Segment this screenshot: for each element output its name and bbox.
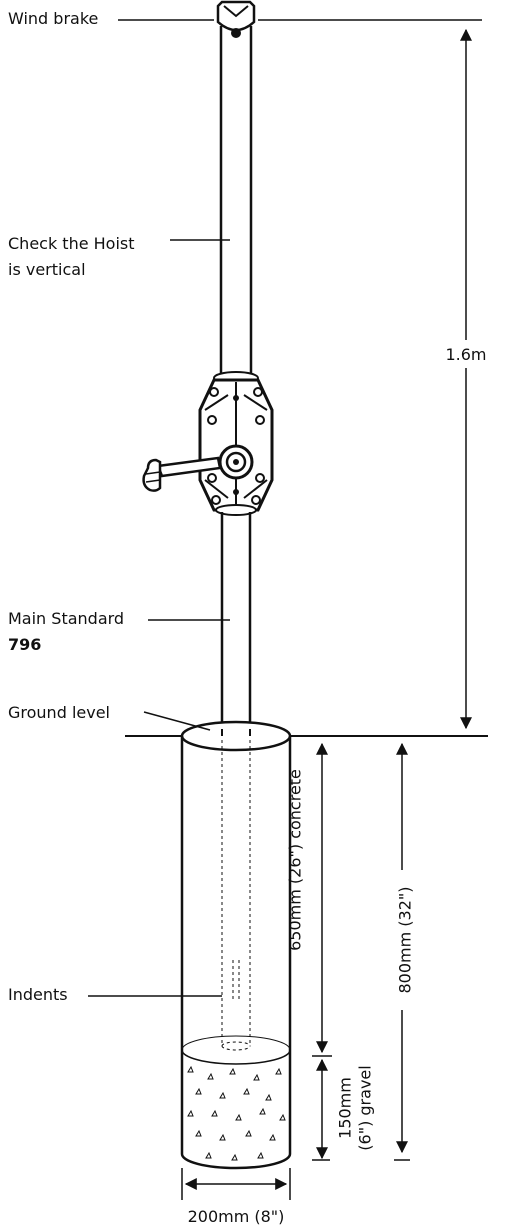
- hole-diameter-label: 200mm (8"): [188, 1207, 285, 1226]
- height-label: 1.6m: [445, 345, 486, 364]
- hoist-gearbox: [198, 371, 274, 516]
- indents-label: Indents: [8, 985, 68, 1004]
- total-depth-label: 800mm (32"): [396, 887, 415, 994]
- ground-level-label: Ground level: [8, 703, 110, 722]
- check-hoist-label-line2: is vertical: [8, 260, 86, 279]
- main-standard-code: 796: [8, 635, 42, 654]
- dimension-200mm: [181, 1168, 291, 1200]
- upper-tube: [219, 26, 253, 378]
- dimension-650mm: [312, 742, 332, 1057]
- gravel-depth-label-line2: (6") gravel: [356, 1065, 375, 1150]
- winch-handle: [142, 444, 254, 492]
- main-standard-tube: [220, 512, 252, 736]
- dimension-800mm: [394, 742, 410, 1161]
- check-hoist-label-line1: Check the Hoist: [8, 234, 135, 253]
- leader-lines: [88, 19, 482, 997]
- gravel-depth-label-line1: 150mm: [336, 1077, 355, 1139]
- main-standard-label: Main Standard: [8, 609, 125, 628]
- ground-level-leader: [143, 711, 211, 731]
- wind-brake-label: Wind brake: [8, 9, 99, 28]
- concrete-footing: [180, 720, 292, 1170]
- wind-brake-cap: [216, 0, 256, 38]
- dimension-150mm: [312, 1058, 330, 1161]
- concrete-depth-label: 650mm (26") concrete: [286, 769, 305, 951]
- gravel-speckles: [187, 1065, 286, 1161]
